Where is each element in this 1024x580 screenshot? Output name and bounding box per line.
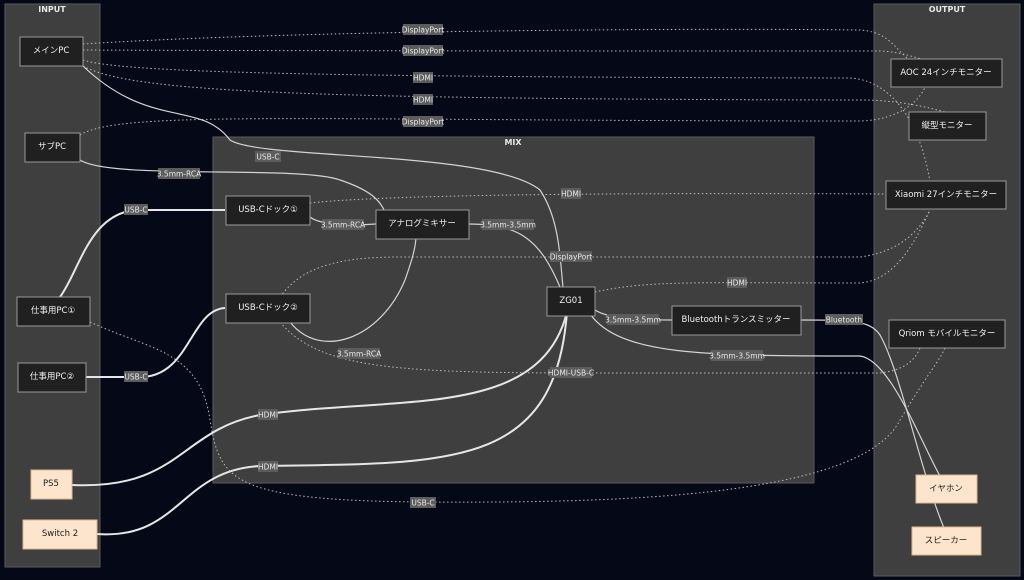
edge-label-hdmi-usbc: HDMI-USB-C xyxy=(548,367,594,378)
node-bt-transmitter: Bluetoothトランスミッター xyxy=(671,305,802,336)
svg-text:3.5mm-RCA: 3.5mm-RCA xyxy=(157,170,202,179)
svg-text:スピーカー: スピーカー xyxy=(925,536,968,546)
edge-label-rca-dock2: 3.5mm-RCA xyxy=(337,348,382,359)
input-group-title: INPUT xyxy=(38,5,66,14)
edges xyxy=(59,28,946,536)
node-speaker: スピーカー xyxy=(911,526,982,556)
svg-text:USB-Cドック②: USB-Cドック② xyxy=(238,303,298,313)
edge-ps5-zg01-hdmi xyxy=(71,311,568,487)
svg-text:Bluetoothトランスミッター: Bluetoothトランスミッター xyxy=(681,315,790,325)
svg-text:HDMI: HDMI xyxy=(413,96,433,105)
svg-text:HDMI-USB-C: HDMI-USB-C xyxy=(548,369,594,378)
edge-main-zg01-usbc xyxy=(82,65,564,288)
edge-sub-mixer-rca xyxy=(79,159,386,213)
edge-label-hdmi-zg: HDMI xyxy=(727,277,747,288)
svg-text:HDMI: HDMI xyxy=(258,463,278,472)
svg-text:PS5: PS5 xyxy=(43,479,59,489)
node-xiaomi-monitor: Xiaomi 27インチモニター xyxy=(885,180,1007,210)
svg-text:USB-C: USB-C xyxy=(411,499,434,508)
svg-text:HDMI: HDMI xyxy=(413,74,433,83)
svg-text:3.5mm-RCA: 3.5mm-RCA xyxy=(337,350,382,359)
node-usbc-dock-1: USB-Cドック① xyxy=(225,195,311,226)
edge-main-aoc-dp1 xyxy=(82,28,911,61)
svg-text:仕事用PC②: 仕事用PC② xyxy=(30,371,74,382)
edge-label-dp2: DisplayPort xyxy=(402,45,445,56)
edge-main-vertical-hdmi xyxy=(82,65,946,113)
edge-label-usbc-work1-qriom: USB-C xyxy=(410,497,436,508)
svg-text:DisplayPort: DisplayPort xyxy=(402,26,445,35)
edge-dock2-mixer-rca xyxy=(289,237,417,342)
mix-group-title: MIX xyxy=(504,138,522,147)
edge-switch-zg01-hdmi xyxy=(96,311,568,536)
svg-text:HDMI: HDMI xyxy=(258,411,278,420)
svg-text:Qriom モバイルモニター: Qriom モバイルモニター xyxy=(899,329,996,339)
svg-text:3.5mm-3.5mm: 3.5mm-3.5mm xyxy=(480,221,536,230)
edge-label-zg-bt: 3.5mm-3.5mm xyxy=(605,314,661,325)
svg-text:USB-C: USB-C xyxy=(124,206,147,215)
node-qriom-monitor: Qriom モバイルモニター xyxy=(888,319,1006,349)
edge-label-hdmi-dock1: HDMI xyxy=(561,188,581,199)
svg-text:3.5mm-3.5mm: 3.5mm-3.5mm xyxy=(709,352,765,361)
edge-work2-dock2-usbc xyxy=(86,307,226,378)
output-group-title: OUTPUT xyxy=(929,5,966,14)
edge-label-bt: Bluetooth xyxy=(825,314,863,325)
edge-label-hdmi-main-2: HDMI xyxy=(413,94,433,105)
svg-text:Xiaomi 27インチモニター: Xiaomi 27インチモニター xyxy=(895,190,997,200)
edge-dock2-qriom-hdmiusbc xyxy=(279,321,921,374)
svg-text:AOC 24インチモニター: AOC 24インチモニター xyxy=(900,68,991,78)
edge-label-usbc-main: USB-C xyxy=(255,151,281,162)
svg-text:USB-C: USB-C xyxy=(124,373,147,382)
svg-text:縦型モニター: 縦型モニター xyxy=(921,120,972,131)
svg-text:ZG01: ZG01 xyxy=(559,296,582,306)
node-switch2: Switch 2 xyxy=(22,519,98,550)
svg-text:HDMI: HDMI xyxy=(561,190,581,199)
edge-label-dp1: DisplayPort xyxy=(402,24,445,35)
edge-dock2-xiaomi-dp xyxy=(279,209,931,298)
svg-text:USB-Cドック①: USB-Cドック① xyxy=(238,205,298,215)
svg-text:3.5mm-3.5mm: 3.5mm-3.5mm xyxy=(605,316,661,325)
svg-text:アナログミキサー: アナログミキサー xyxy=(388,218,456,229)
edge-main-aoc-dp2 xyxy=(82,49,926,61)
svg-text:メインPC: メインPC xyxy=(33,46,70,56)
edge-label-hdmi-switch: HDMI xyxy=(258,461,278,472)
node-main-pc: メインPC xyxy=(19,36,84,67)
edge-label-mixer-zg: 3.5mm-3.5mm xyxy=(480,219,536,230)
edge-main-xiaomi-hdmi xyxy=(82,59,931,183)
node-work-pc-1: 仕事用PC① xyxy=(16,296,91,327)
svg-text:DisplayPort: DisplayPort xyxy=(402,47,445,56)
node-sub-pc: サブPC xyxy=(24,132,81,163)
edge-sub-aoc-dp xyxy=(79,86,926,136)
edge-label-rca-dock1: 3.5mm-RCA xyxy=(321,219,366,230)
svg-text:Switch 2: Switch 2 xyxy=(42,529,78,539)
svg-text:HDMI: HDMI xyxy=(727,279,747,288)
node-usbc-dock-2: USB-Cドック② xyxy=(225,293,311,324)
svg-text:サブPC: サブPC xyxy=(38,141,66,152)
edge-label-hdmi-main-1: HDMI xyxy=(413,72,433,83)
node-vertical-monitor: 縦型モニター xyxy=(908,111,987,141)
edge-label-usbc-work1: USB-C xyxy=(124,204,148,215)
node-zg01: ZG01 xyxy=(546,286,596,317)
node-work-pc-2: 仕事用PC② xyxy=(17,362,87,393)
edge-label-dp-sub: DisplayPort xyxy=(402,116,445,127)
edge-zg01-earphone xyxy=(589,313,941,477)
svg-text:イヤホン: イヤホン xyxy=(929,484,963,494)
svg-text:DisplayPort: DisplayPort xyxy=(550,253,593,262)
svg-text:Bluetooth: Bluetooth xyxy=(826,316,863,325)
edge-label-usbc-work2: USB-C xyxy=(124,371,148,382)
svg-text:USB-C: USB-C xyxy=(256,153,279,162)
svg-text:DisplayPort: DisplayPort xyxy=(402,118,445,127)
edge-label-zg-earphone: 3.5mm-3.5mm xyxy=(709,350,765,361)
node-ps5: PS5 xyxy=(30,469,73,500)
node-aoc-monitor: AOC 24インチモニター xyxy=(890,58,1003,88)
edge-label-hdmi-ps5: HDMI xyxy=(258,409,278,420)
edge-label-dp-dock2: DisplayPort xyxy=(550,251,593,262)
edge-label-rca-sub: 3.5mm-RCA xyxy=(157,168,202,179)
svg-text:仕事用PC①: 仕事用PC① xyxy=(31,305,75,316)
node-analog-mixer: アナログミキサー xyxy=(375,209,470,240)
node-earphones: イヤホン xyxy=(915,474,978,504)
svg-text:3.5mm-RCA: 3.5mm-RCA xyxy=(321,221,366,230)
